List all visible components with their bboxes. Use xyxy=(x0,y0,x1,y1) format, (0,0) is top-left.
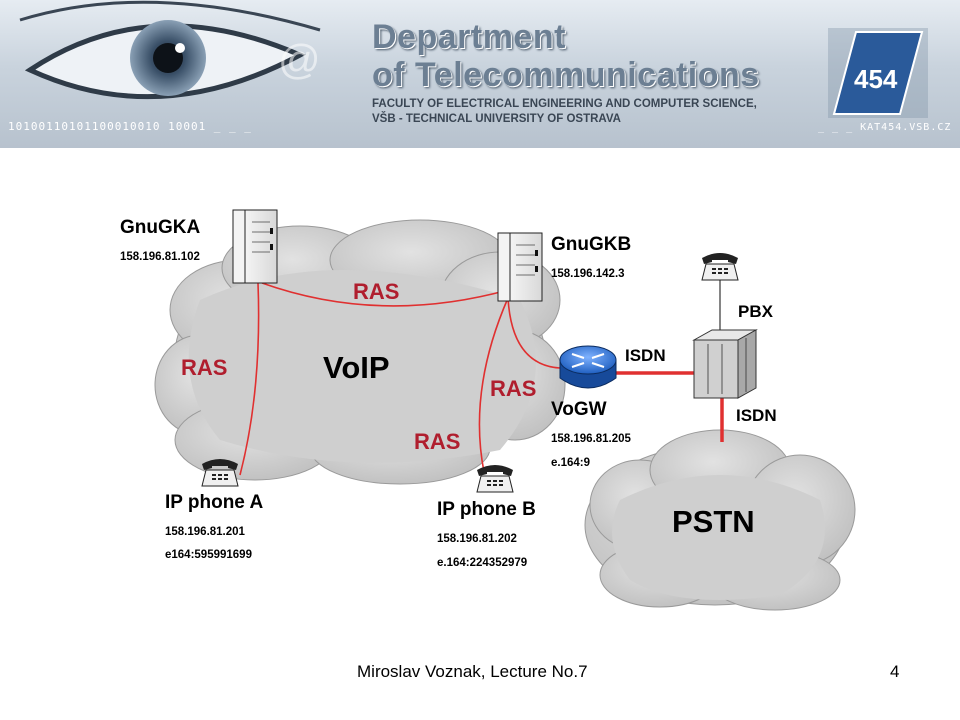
department-title-line2: of Telecommunications xyxy=(372,56,760,94)
gnugka-ip: 158.196.81.102 xyxy=(120,251,200,263)
phone-b-ip: 158.196.81.202 xyxy=(437,533,517,545)
link-ras-gka-phone-a xyxy=(239,282,260,476)
ras-label-gka-gkb: RAS xyxy=(353,279,400,304)
gnugka-server-icon xyxy=(232,209,278,284)
faculty-name-line1: FACULTY OF ELECTRICAL ENGINEERING AND CO… xyxy=(372,98,757,110)
ip-phone-a-icon xyxy=(201,459,239,487)
link-ras-gkb-gateway xyxy=(507,297,561,369)
pbx-cabinet-icon xyxy=(692,329,758,399)
ras-label-gka-phone-a: RAS xyxy=(181,355,228,380)
phone-b-name: IP phone B xyxy=(437,499,536,520)
vogw-name: VoGW xyxy=(551,399,607,420)
pbx-label: PBX xyxy=(738,302,773,321)
department-title-line1: Department xyxy=(372,18,566,56)
link-ras-gkb-phone-b xyxy=(478,297,509,473)
diagram-links xyxy=(239,282,724,476)
eye-graphic: @ xyxy=(19,0,321,100)
department-url: _ _ _ KAT454.VSB.CZ xyxy=(818,122,952,133)
footer-text: Miroslav Voznak, Lecture No.7 xyxy=(357,662,588,681)
ras-label-gkb-phone-b: RAS xyxy=(414,429,461,454)
gnugka-name: GnuGKA xyxy=(120,217,201,238)
gnugkb-server-icon xyxy=(497,232,543,302)
logo-text: 454 xyxy=(854,64,898,94)
ras-label-gkb-gateway: RAS xyxy=(490,376,537,401)
page-number: 4 xyxy=(890,662,900,681)
gateway-router-icon xyxy=(559,345,617,389)
phone-a-ip: 158.196.81.201 xyxy=(165,526,245,538)
kat454-logo: 454 xyxy=(828,28,928,118)
header-banner: @ Department of Telecommunications FACUL… xyxy=(0,0,960,148)
phone-a-name: IP phone A xyxy=(165,492,264,513)
pstn-cloud-label: PSTN xyxy=(672,504,755,539)
isdn-label-pbx-pstn: ISDN xyxy=(736,406,777,425)
vogw-ip: 158.196.81.205 xyxy=(551,433,631,445)
gnugkb-name: GnuGKB xyxy=(551,234,632,255)
binary-decoration: 10100110101100010010 10001 _ _ _ xyxy=(8,120,252,133)
phone-a-e164: e164:595991699 xyxy=(165,549,252,561)
pbx-phone-icon xyxy=(701,253,739,281)
ip-phone-b-icon xyxy=(476,465,514,493)
gnugkb-ip: 158.196.142.3 xyxy=(551,268,625,280)
svg-text:@: @ xyxy=(278,36,321,83)
isdn-label-gateway-pbx: ISDN xyxy=(625,346,666,365)
link-ras-gka-gkb xyxy=(261,282,509,307)
phone-b-e164: e.164:224352979 xyxy=(437,557,528,569)
faculty-name-line2: VŠB - TECHNICAL UNIVERSITY OF OSTRAVA xyxy=(372,113,621,125)
voip-cloud-label: VoIP xyxy=(323,350,390,385)
vogw-e164: e.164:9 xyxy=(551,457,591,469)
